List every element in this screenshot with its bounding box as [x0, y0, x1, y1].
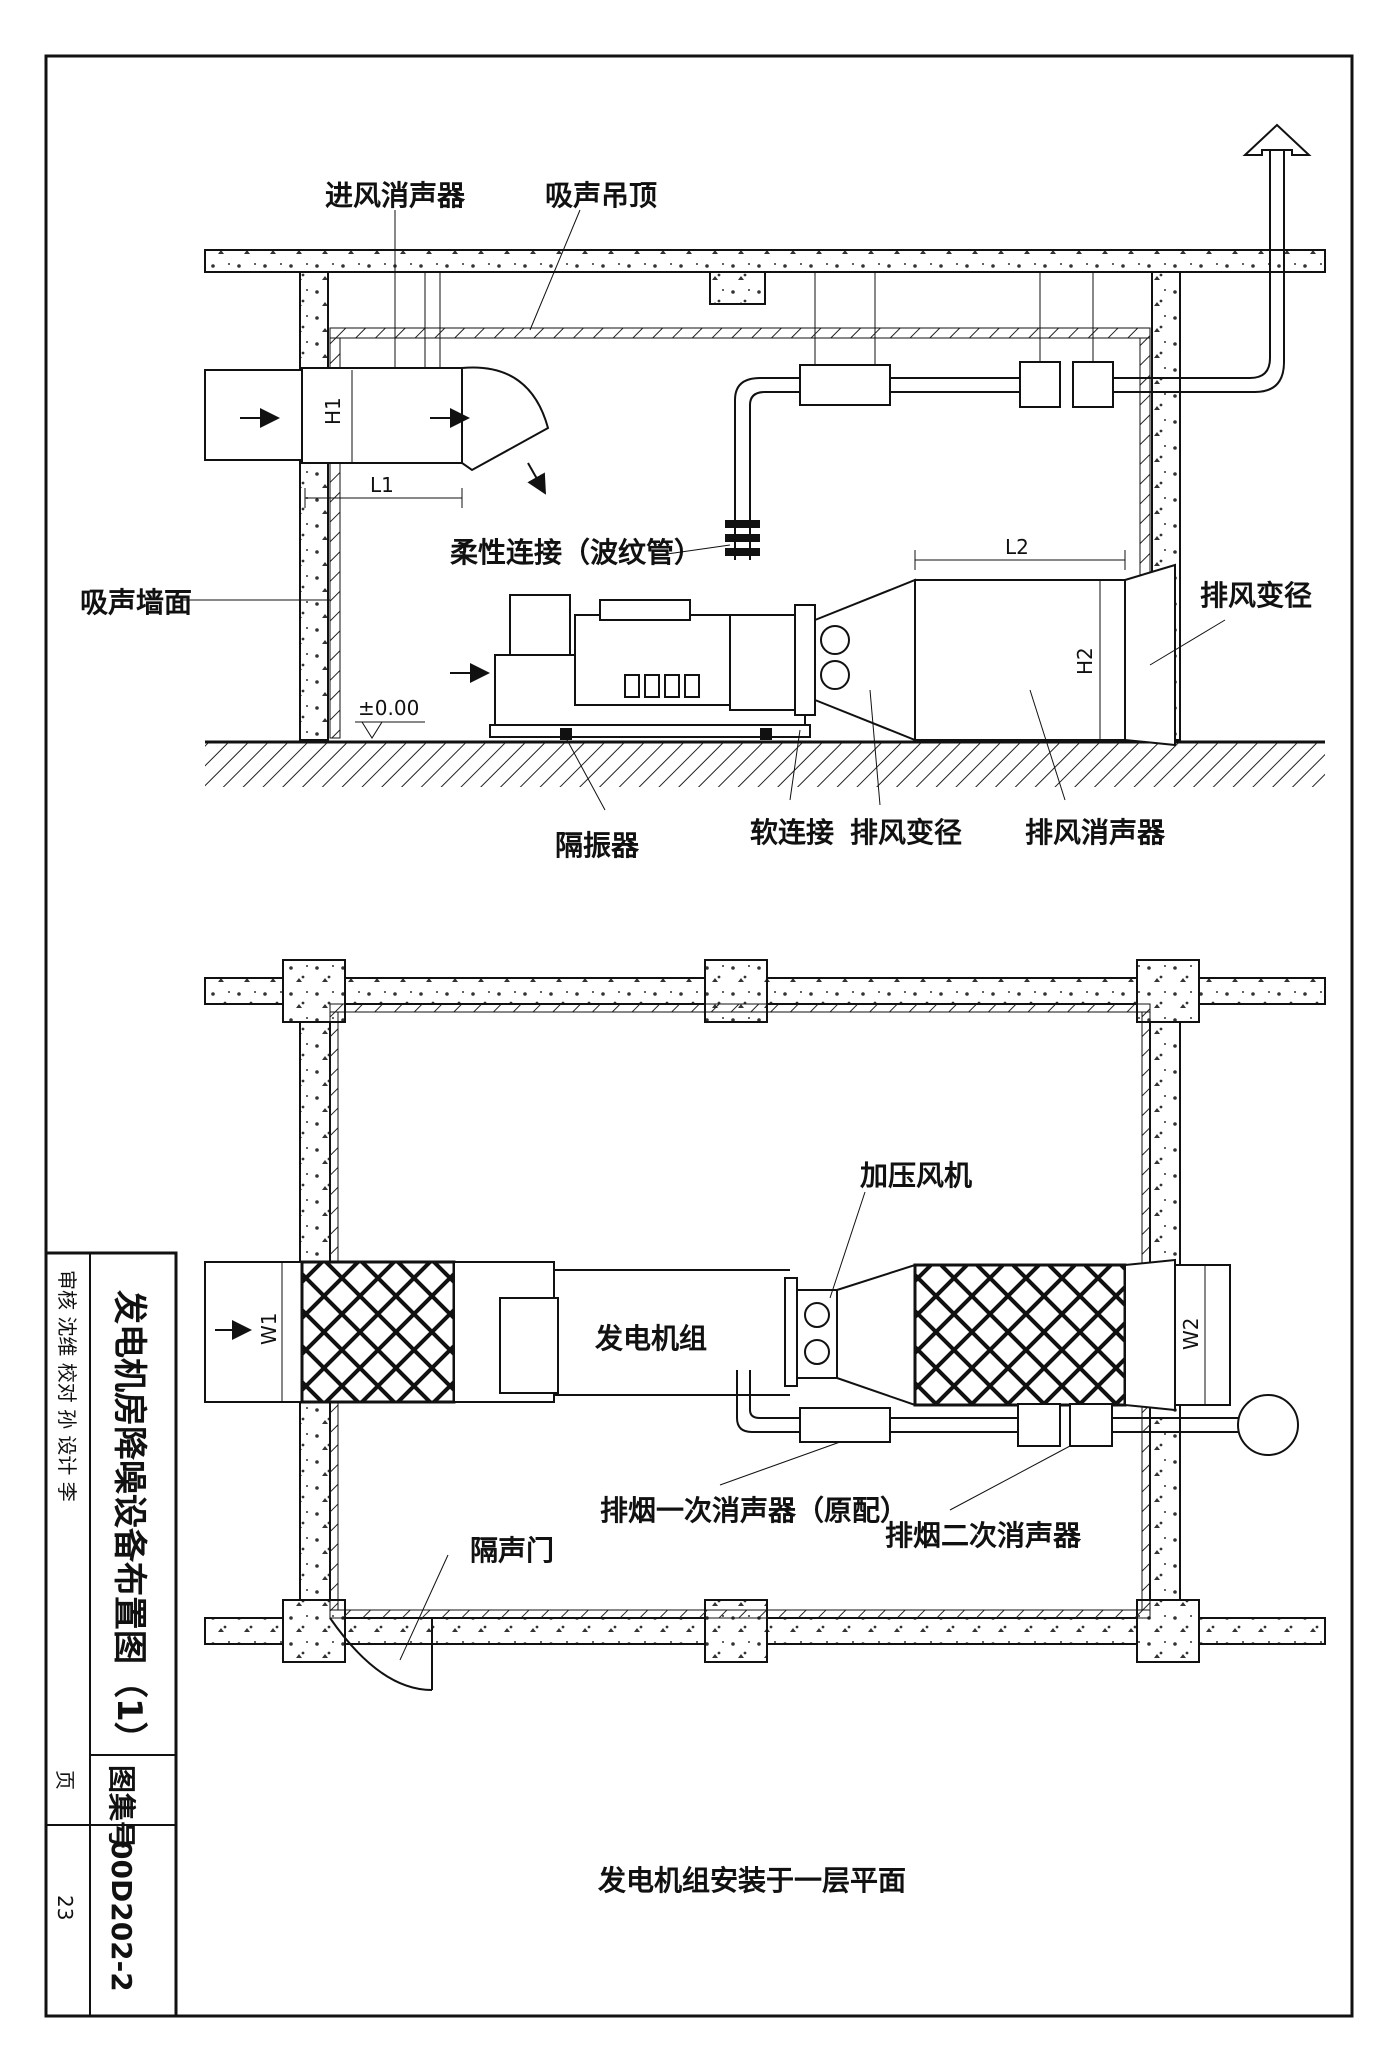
plan-genset-block — [499, 1297, 559, 1394]
plan-section: W1 发电机组 W2 加压风机 — [204, 959, 1326, 1897]
atlas-label: 图集号 — [105, 1765, 138, 1849]
isolator — [560, 728, 572, 740]
exhaust-outlet-arrow — [1242, 123, 1312, 156]
plan-inlet-silencer — [300, 1260, 456, 1404]
absorbing-ceiling — [329, 327, 1151, 339]
inlet-elbow — [461, 366, 550, 472]
dim-w1: W1 — [257, 1313, 281, 1346]
plan-smoke-silencer-1 — [799, 1407, 891, 1443]
label-wall: 吸声墙面 — [80, 586, 192, 619]
dim-h2: H2 — [1073, 647, 1097, 675]
label-isolator: 隔振器 — [555, 829, 640, 862]
genset-elevation — [489, 594, 816, 740]
page-number: 23 — [53, 1895, 77, 1920]
label-soft-joint: 软连接 — [750, 816, 834, 849]
exhaust-silencer-primary — [799, 364, 891, 406]
label-genset: 发电机组 — [594, 1322, 707, 1355]
column — [704, 959, 768, 1023]
plan-caption: 发电机组安装于一层平面 — [597, 1864, 906, 1897]
label-exhaust-transition: 排风变径 — [850, 816, 962, 849]
label-door: 隔声门 — [470, 1534, 554, 1567]
plan-smoke-silencer-2a — [1017, 1403, 1061, 1447]
column — [1136, 1599, 1200, 1663]
page-label: 页 — [53, 1770, 77, 1790]
roof-slab — [204, 249, 1326, 273]
exhaust-transition — [814, 578, 916, 742]
plan-stack — [1237, 1394, 1299, 1456]
dim-h1: H1 — [321, 397, 345, 425]
exhaust-silencer-secondary-b — [1072, 361, 1114, 408]
dim-w2: W2 — [1179, 1318, 1203, 1351]
atlas-number: 00D202-2 — [105, 1840, 138, 1992]
label-ceiling: 吸声吊顶 — [545, 179, 657, 212]
title-text: 发电机房降噪设备布置图（1） — [109, 1290, 149, 1756]
label-exhaust-transition-right: 排风变径 — [1200, 579, 1312, 612]
left-wall — [299, 271, 329, 741]
title-block: 发电机房降噪设备布置图（1） 审核 沈维 校对 孙 设计 李 图集号 00D20… — [44, 1251, 178, 2018]
label-flex-joint: 柔性连接（波纹管） — [450, 536, 702, 569]
dim-l2: L2 — [1005, 535, 1029, 559]
label-fan: 加压风机 — [860, 1159, 972, 1192]
label-exhaust-silencer: 排风消声器 — [1025, 816, 1166, 849]
exhaust-silencer-secondary-a — [1019, 361, 1061, 408]
label-inlet-silencer: 进风消声器 — [325, 179, 466, 212]
label-smoke2: 排烟二次消声器 — [885, 1519, 1082, 1552]
plan-exhaust-silencer — [913, 1263, 1127, 1407]
sheet-border — [44, 54, 1354, 2018]
dim-l1: L1 — [370, 473, 394, 497]
plan-inlet-duct — [204, 1261, 306, 1403]
sign-row: 审核 沈维 校对 孙 设计 李 — [55, 1270, 79, 1502]
exhaust-silencer — [914, 579, 1126, 741]
column — [704, 1599, 768, 1663]
floor — [205, 742, 1325, 787]
roof-beam — [709, 271, 766, 305]
level-mark: ±0.00 — [358, 696, 419, 720]
plan-smoke-silencer-2b — [1069, 1403, 1113, 1447]
inlet-duct — [204, 369, 306, 461]
elevation-section: H1 L1 — [80, 123, 1326, 862]
label-smoke1: 排烟一次消声器（原配） — [600, 1494, 908, 1527]
absorbing-wall-left — [329, 337, 341, 739]
exhaust-transition-outlet — [1124, 563, 1176, 747]
